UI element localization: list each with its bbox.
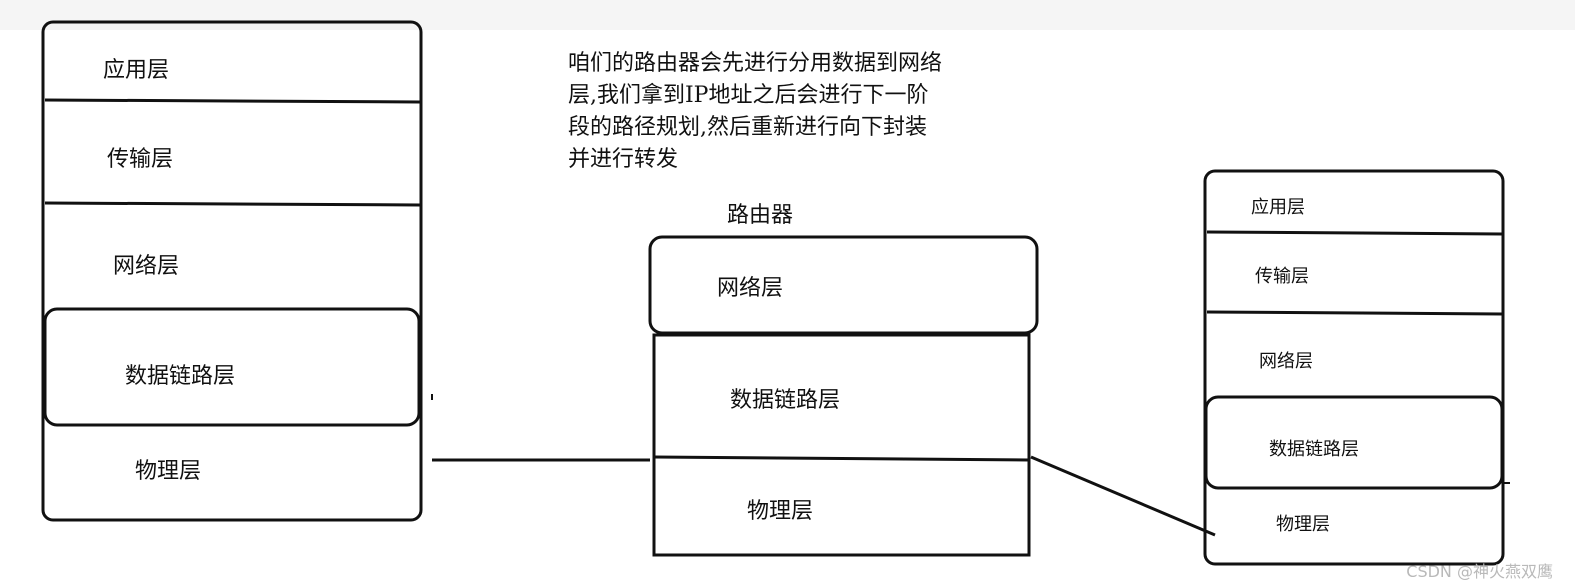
router-explanation-note: 咱们的路由器会先进行分用数据到网络 层,我们拿到IP地址之后会进行下一阶 段的路…: [568, 48, 998, 176]
router-lower-box: [652, 333, 1031, 557]
note-line: 层,我们拿到IP地址之后会进行下一阶: [568, 83, 929, 108]
note-line: 并进行转发: [568, 147, 679, 172]
router-layer-datalink: 数据链路层: [730, 388, 841, 413]
right-layer-physical: 物理层: [1276, 514, 1330, 535]
router-layer-physical: 物理层: [747, 499, 814, 524]
left-datalink-box: [43, 307, 421, 427]
right-divider-app-transport: [1206, 230, 1503, 236]
left-layer-datalink: 数据链路层: [125, 364, 236, 389]
router-title: 路由器: [727, 203, 794, 228]
left-layer-transport: 传输层: [107, 147, 174, 172]
right-layer-transport: 传输层: [1255, 266, 1309, 287]
link-router-to-right: [1030, 455, 1216, 537]
right-layer-application: 应用层: [1251, 197, 1305, 218]
router-divider-datalink-physical: [653, 455, 1030, 462]
router-network-box: [648, 235, 1039, 335]
left-layer-application: 应用层: [103, 58, 170, 83]
watermark: CSDN @神火燕双鹰: [1406, 562, 1553, 581]
note-line: 咱们的路由器会先进行分用数据到网络: [568, 51, 943, 76]
router-layer-network: 网络层: [717, 276, 784, 301]
top-bar: [0, 0, 1575, 30]
left-stack-box: [41, 20, 423, 522]
left-divider-transport-network: [44, 201, 421, 207]
right-layer-datalink: 数据链路层: [1269, 439, 1359, 460]
right-stack-box: [1203, 169, 1505, 566]
left-layer-physical: 物理层: [135, 459, 202, 484]
note-line: 段的路径规划,然后重新进行向下封装: [568, 115, 927, 140]
left-layer-network: 网络层: [113, 254, 180, 279]
right-layer-network: 网络层: [1259, 351, 1313, 372]
left-divider-app-transport: [44, 98, 421, 104]
right-datalink-box: [1204, 395, 1504, 490]
right-divider-transport-network: [1206, 310, 1503, 316]
